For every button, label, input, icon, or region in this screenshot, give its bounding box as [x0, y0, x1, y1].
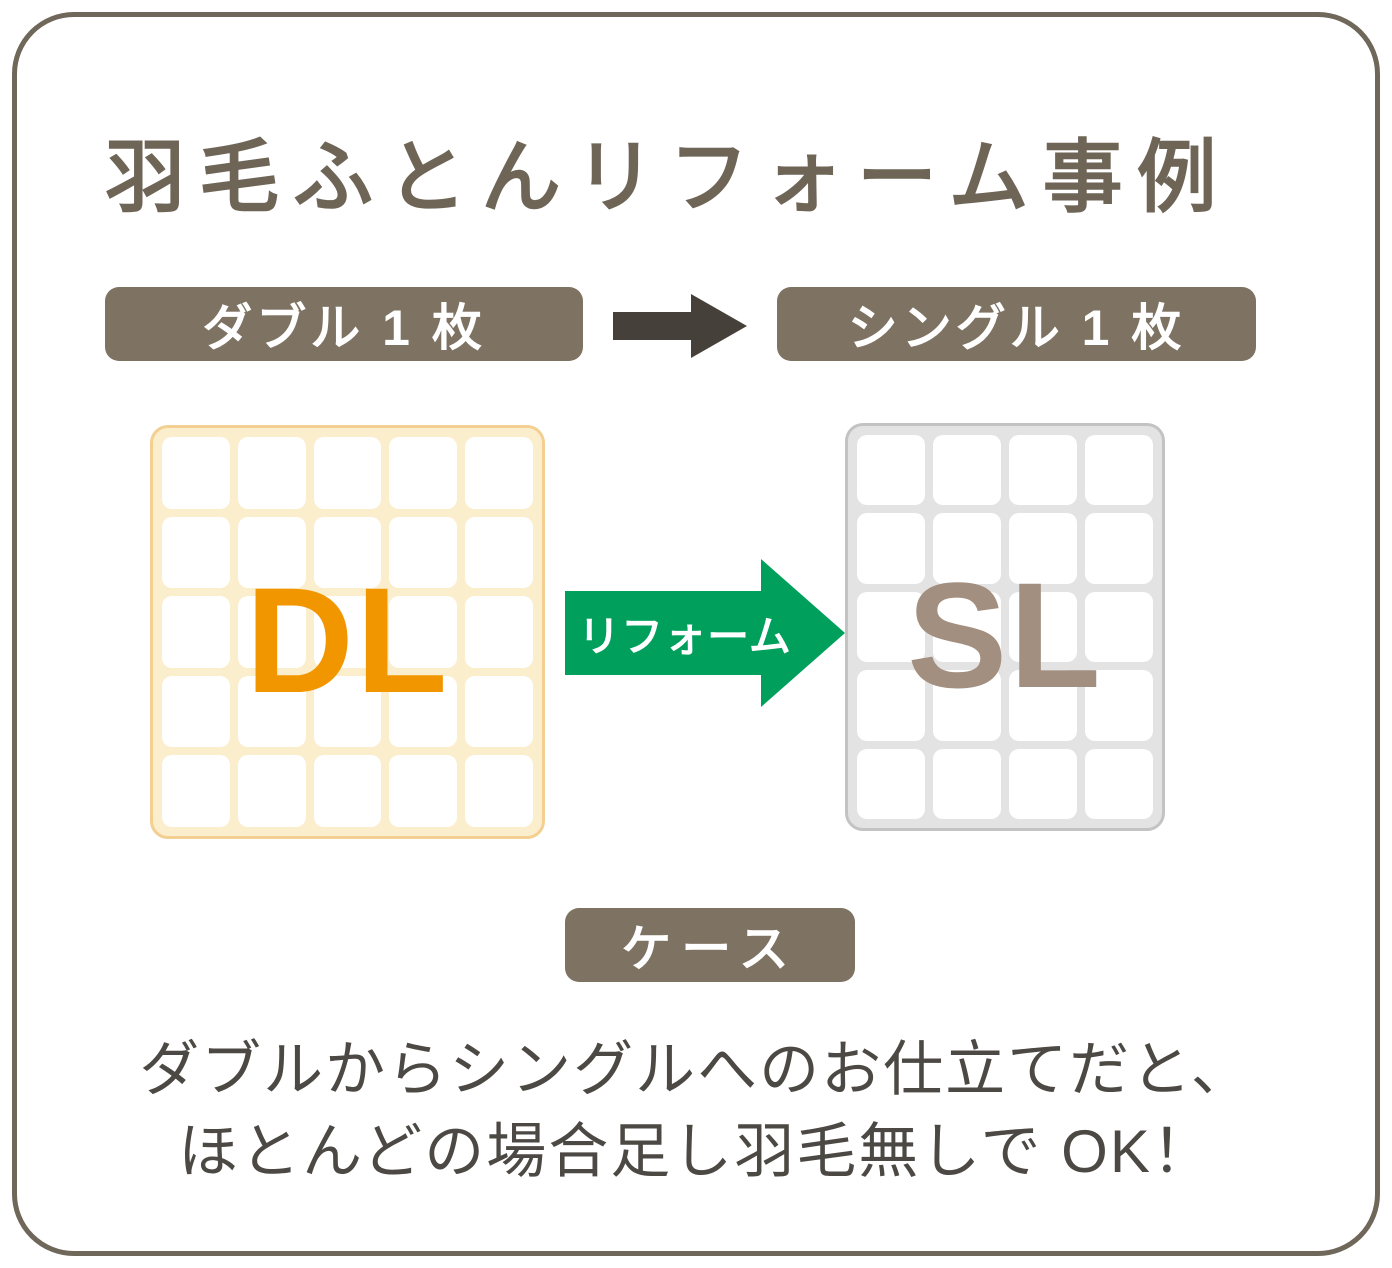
- quilt-cell: [1085, 513, 1153, 584]
- quilt-cell: [389, 437, 458, 509]
- description: ダブルからシングルへのお仕立てだと、 ほとんどの場合足し羽毛無しで OK！: [17, 1029, 1375, 1193]
- quilt-cell: [162, 596, 230, 668]
- double-futon-code: DL: [245, 555, 450, 724]
- quilt-cell: [1085, 670, 1153, 741]
- quilt-cell: [1085, 435, 1153, 506]
- quilt-cell: [389, 755, 458, 827]
- quilt-cell: [857, 748, 925, 819]
- quilt-cell: [237, 755, 306, 827]
- quilt-cell: [237, 437, 306, 509]
- infographic-card: 羽毛ふとんリフォーム事例 ダブル 1 枚 シングル 1 枚 DL リフォーム S…: [12, 12, 1380, 1256]
- quilt-cell: [1009, 591, 1077, 663]
- quilt-cell: [237, 675, 306, 748]
- quilt-cell: [1009, 513, 1077, 584]
- quilt-cell: [313, 596, 382, 668]
- quilt-cell: [162, 755, 230, 827]
- quilt-cell: [1009, 670, 1077, 741]
- quilt-cell: [162, 675, 230, 748]
- quilt-cell: [465, 437, 533, 509]
- quilt-cell: [465, 596, 533, 668]
- quilt-cell: [933, 670, 1001, 741]
- quilt-cell: [389, 596, 458, 668]
- description-line-1: ダブルからシングルへのお仕立てだと、: [139, 1036, 1253, 1103]
- arrow-right-icon: [613, 294, 747, 358]
- double-futon-quilt-grid: [150, 425, 545, 839]
- description-line-2: ほとんどの場合足し羽毛無しで OK！: [178, 1118, 1214, 1185]
- quilt-cell: [857, 670, 925, 741]
- case-badge: ケース: [565, 908, 855, 982]
- quilt-cell: [857, 591, 925, 663]
- quilt-cell: [857, 513, 925, 584]
- quilt-cell: [933, 591, 1001, 663]
- quilt-cell: [389, 675, 458, 748]
- single-futon-quilt-grid: [845, 423, 1165, 831]
- quilt-cell: [933, 435, 1001, 506]
- quilt-cell: [313, 516, 382, 589]
- quilt-cell: [1085, 591, 1153, 663]
- flow-arrow: [613, 291, 747, 361]
- quilt-cell: [465, 675, 533, 748]
- quilt-cell: [313, 437, 382, 509]
- quilt-cell: [465, 516, 533, 589]
- page-title: 羽毛ふとんリフォーム事例: [105, 133, 1231, 222]
- quilt-cell: [313, 755, 382, 827]
- reform-arrow: リフォーム: [565, 553, 845, 713]
- quilt-cell: [465, 755, 533, 827]
- quilt-cell: [237, 596, 306, 668]
- reform-arrow-icon: [565, 559, 845, 707]
- quilt-cell: [933, 513, 1001, 584]
- source-size-label: ダブル 1 枚: [105, 287, 583, 361]
- target-size-label: シングル 1 枚: [777, 287, 1256, 361]
- double-futon: DL: [150, 425, 545, 839]
- single-futon: SL: [845, 423, 1165, 831]
- quilt-cell: [1009, 435, 1077, 506]
- quilt-cell: [162, 516, 230, 589]
- quilt-cell: [389, 516, 458, 589]
- quilt-cell: [857, 435, 925, 506]
- quilt-cell: [237, 516, 306, 589]
- single-futon-code: SL: [907, 550, 1103, 719]
- quilt-cell: [162, 437, 230, 509]
- quilt-cell: [933, 748, 1001, 819]
- quilt-cell: [1009, 748, 1077, 819]
- quilt-cell: [1085, 748, 1153, 819]
- quilt-cell: [313, 675, 382, 748]
- reform-arrow-label: リフォーム: [578, 612, 792, 660]
